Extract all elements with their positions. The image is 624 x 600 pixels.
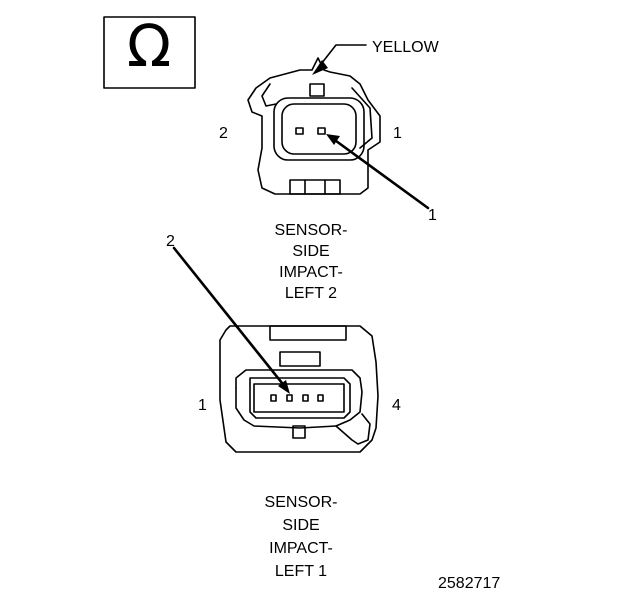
wire-color-label: YELLOW [372, 39, 440, 56]
callout-2-label: 2 [166, 233, 175, 250]
svg-text:LEFT 2: LEFT 2 [285, 285, 337, 302]
callout-1-line [326, 134, 430, 210]
svg-text:Ω: Ω [127, 12, 171, 80]
svg-text:LEFT 1: LEFT 1 [275, 563, 327, 580]
connector-top-outline [247, 57, 381, 195]
figure-id: 2582717 [438, 575, 500, 592]
connector-bottom-title: SENSOR- SIDE IMPACT- LEFT 1 [265, 494, 338, 580]
svg-text:SIDE: SIDE [292, 243, 329, 260]
svg-text:IMPACT-: IMPACT- [279, 264, 343, 281]
callout-2-line [172, 246, 290, 394]
connector-top-title: SENSOR- SIDE IMPACT- LEFT 2 [275, 222, 348, 302]
svg-text:IMPACT-: IMPACT- [269, 540, 333, 557]
callout-1-label: 1 [428, 207, 437, 224]
pin-label-1-bottom: 1 [198, 397, 207, 414]
pin-label-4: 4 [392, 397, 401, 414]
ohm-symbol-icon: Ω [103, 12, 196, 89]
svg-text:SIDE: SIDE [282, 517, 319, 534]
yellow-leader-line [312, 44, 367, 75]
pin-label-2: 2 [219, 125, 228, 142]
pin-label-1: 1 [393, 125, 402, 142]
connector-bottom-outline [219, 325, 379, 453]
svg-text:SENSOR-: SENSOR- [275, 222, 348, 239]
svg-text:SENSOR-: SENSOR- [265, 494, 338, 511]
